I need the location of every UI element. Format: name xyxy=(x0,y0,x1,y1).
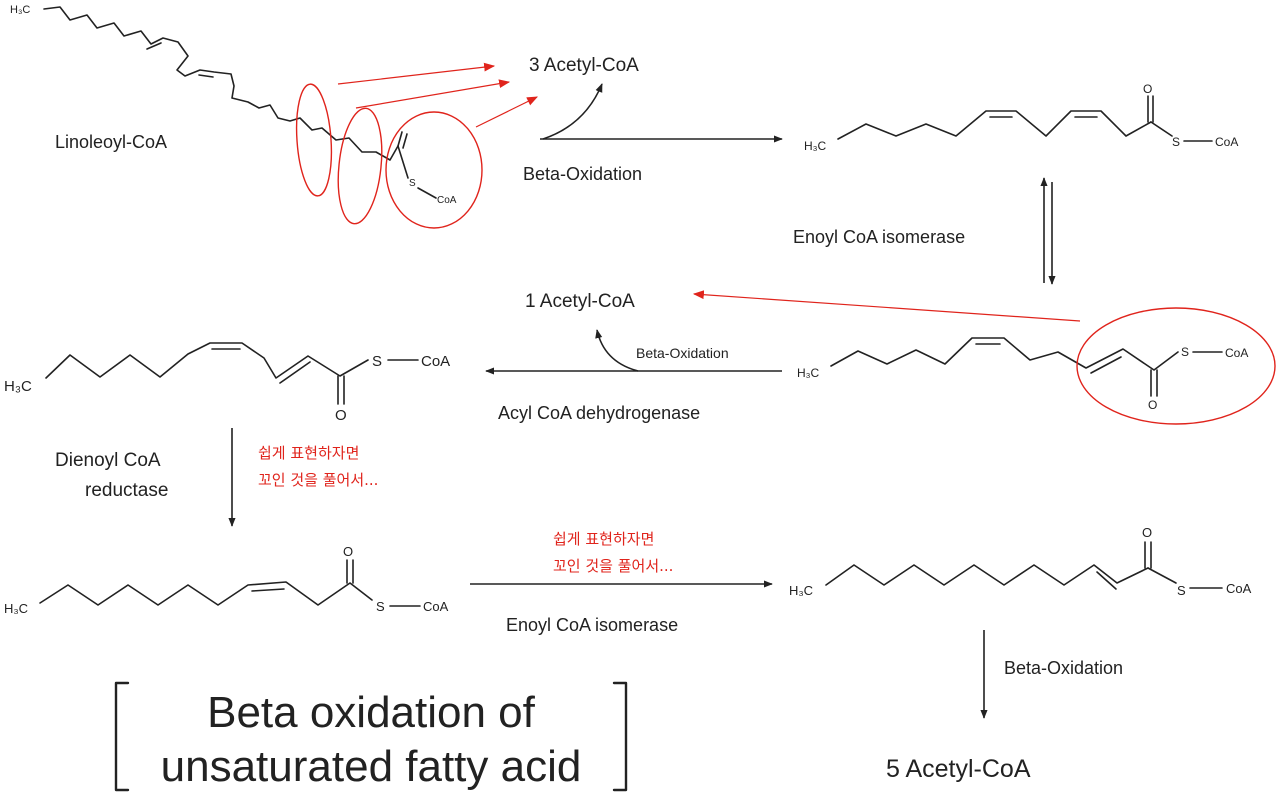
product-3-acetyl-coa: 3 Acetyl-CoA xyxy=(529,55,639,76)
acetyl-release-arrow-2 xyxy=(595,329,639,372)
sulfur-label: S xyxy=(372,353,382,370)
product-5-acetyl-coa: 5 Acetyl-CoA xyxy=(886,755,1031,783)
methyl-label: H₃C xyxy=(4,378,32,395)
acetyl-release-arrow-1 xyxy=(542,83,603,140)
methyl-label: H₃C xyxy=(4,601,28,616)
oxygen-label: O xyxy=(1143,82,1152,96)
highlight-ring-1 xyxy=(295,83,333,197)
title-line-1: Beta oxidation of xyxy=(207,688,536,737)
dienoyl-coa-molecule-middle: H₃C O S CoA xyxy=(4,342,450,424)
title-line-2: unsaturated fatty acid xyxy=(161,742,582,791)
dienoyl-coa-reductase-label-2: reductase xyxy=(85,480,168,501)
sulfur-label: S xyxy=(1177,583,1186,598)
enoyl-double-bond-right xyxy=(1096,571,1117,590)
methyl-label: H₃C xyxy=(797,366,820,380)
methyl-label: H₃C xyxy=(789,583,813,598)
linoleoyl-coa-name: Linoleoyl-CoA xyxy=(55,132,167,152)
linoleoyl-s-coa-bond xyxy=(417,187,437,199)
oxygen-label: O xyxy=(1142,525,1152,540)
enoyl-chain-right xyxy=(825,564,1149,586)
enoyl-coa-molecule-right: H₃C O S CoA xyxy=(789,525,1252,598)
red-arrow-3 xyxy=(475,96,538,128)
product-1-acetyl-coa: 1 Acetyl-CoA xyxy=(525,291,635,312)
sulfur-label: S xyxy=(1172,135,1180,149)
enoyl-coa-isomerase-label-2: Enoyl CoA isomerase xyxy=(506,615,678,635)
red-arrow-1 xyxy=(337,62,496,85)
dienoyl-chain-top xyxy=(837,110,1152,140)
enoyl-double-bond-left xyxy=(251,588,285,592)
dienoyl-coa-molecule-top: H₃C O S CoA xyxy=(804,82,1238,153)
enoyl-coa-isomerase-label-1: Enoyl CoA isomerase xyxy=(793,227,965,247)
linoleoyl-double-bond-1 xyxy=(146,42,162,50)
oxygen-label: O xyxy=(1148,398,1157,412)
title-bracket-left xyxy=(114,681,130,792)
dienoyl-thioester-bond xyxy=(1150,121,1173,137)
linoleoyl-carbonyl-bond-2 xyxy=(402,133,408,149)
beta-oxidation-label-3: Beta-Oxidation xyxy=(1004,658,1123,678)
dienoyl-coa-reductase-label-1: Dienoyl CoA xyxy=(55,450,161,471)
trienoyl-coa-molecule: H₃C O S CoA xyxy=(797,337,1248,412)
oxygen-label: O xyxy=(343,544,353,559)
linoleoyl-coa-molecule: H₃C S CoA Linoleoyl-CoA xyxy=(10,4,457,206)
trienoyl-double-bond-2 xyxy=(1090,356,1122,374)
oxygen-label: O xyxy=(335,407,347,424)
diagram-title: Beta oxidation of unsaturated fatty acid xyxy=(114,681,628,792)
sulfur-label: S xyxy=(1181,345,1189,359)
coa-label: CoA xyxy=(437,195,457,206)
highlight-ring-3 xyxy=(385,111,483,229)
highlight-ring-4 xyxy=(1076,307,1276,425)
beta-oxidation-label-2: Beta-Oxidation xyxy=(636,345,729,361)
annotation-left-line-1: 쉽게 표현하자면 xyxy=(258,444,359,462)
enoyl-thioester-bond-r xyxy=(1147,567,1177,584)
linoleoyl-carbonyl-bond xyxy=(397,131,403,147)
annotation-mid-line-1: 쉽게 표현하자면 xyxy=(553,530,654,548)
methyl-label: H₃C xyxy=(804,139,827,153)
dienoyl-chain-middle xyxy=(45,342,369,379)
annotation-mid-line-2: 꼬인 것을 풀어서... xyxy=(553,557,673,575)
enoyl-chain-left xyxy=(39,581,373,606)
sulfur-label: S xyxy=(376,599,385,614)
methyl-label: H₃C xyxy=(10,4,30,16)
red-arrow-2 xyxy=(355,79,511,109)
red-arrow-to-1-acetyl xyxy=(692,290,1081,322)
acyl-coa-dehydrogenase-label: Acyl CoA dehydrogenase xyxy=(498,403,700,423)
beta-oxidation-label-1: Beta-Oxidation xyxy=(523,164,642,184)
coa-label: CoA xyxy=(423,599,449,614)
linoleoyl-thioester-bond xyxy=(397,145,409,179)
title-bracket-right xyxy=(612,681,628,792)
coa-label: CoA xyxy=(1226,581,1252,596)
linoleoyl-double-bond-2 xyxy=(198,74,214,78)
coa-label: CoA xyxy=(1225,346,1248,360)
dienoyl-double-bond-b xyxy=(279,361,311,384)
coa-label: CoA xyxy=(1215,135,1238,149)
coa-label: CoA xyxy=(421,353,450,370)
annotation-left-line-2: 꼬인 것을 풀어서... xyxy=(258,471,378,489)
sulfur-label: S xyxy=(409,178,416,189)
trienoyl-chain xyxy=(830,337,1179,371)
highlight-ring-2 xyxy=(337,107,383,225)
enoyl-coa-molecule-left: H₃C O S CoA xyxy=(4,544,449,616)
